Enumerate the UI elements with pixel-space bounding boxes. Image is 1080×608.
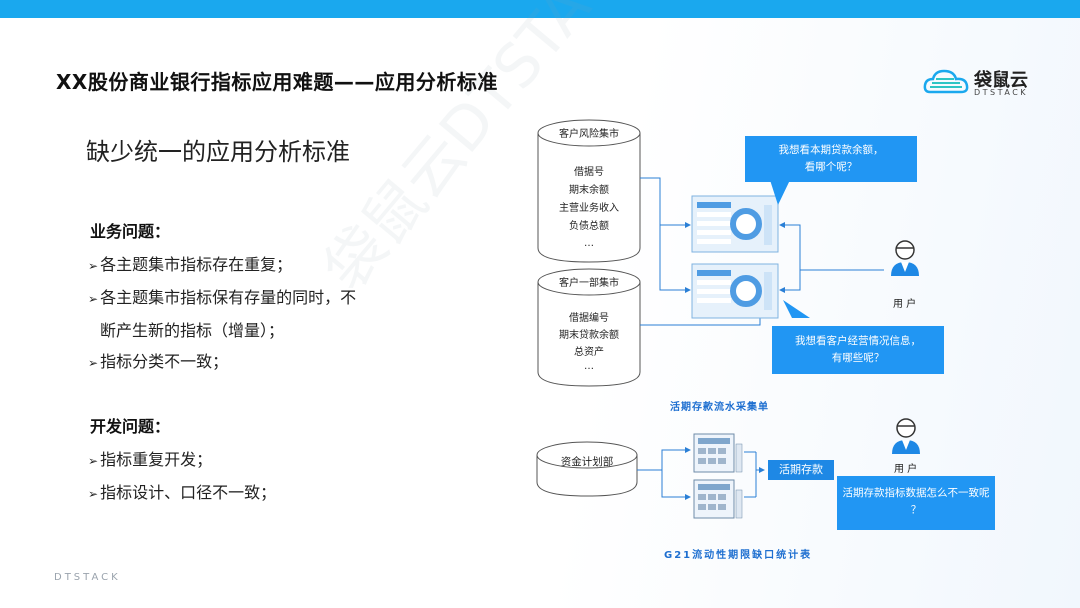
label-g21-table: G21流动性期限缺口统计表 bbox=[664, 550, 813, 561]
logo-name: 袋鼠云 bbox=[974, 70, 1028, 91]
db1-row: … bbox=[584, 238, 594, 249]
bubble-line: 有哪些呢？ bbox=[831, 352, 885, 364]
label-deposit-log: 活期存款流水采集单 bbox=[670, 402, 769, 413]
speech-bubble-deposit: 活期存款指标数据怎么不一致呢 ？ bbox=[837, 476, 995, 530]
business-item: ➢各主题集市指标存在重复； bbox=[88, 255, 293, 274]
connector bbox=[779, 222, 801, 270]
footer-brand: DTSTACK bbox=[54, 572, 121, 583]
db2-row: 借据编号 bbox=[569, 311, 609, 324]
user-label: 用 户 bbox=[893, 299, 917, 310]
connector bbox=[637, 447, 691, 471]
connector bbox=[637, 469, 691, 500]
dev-item: ➢指标重复开发； bbox=[88, 450, 213, 469]
bubble-line: 看哪个呢？ bbox=[804, 161, 858, 173]
user-avatar-icon bbox=[891, 240, 919, 276]
demand-deposit-tag: 活期存款 bbox=[768, 460, 834, 480]
db2-row: 总资产 bbox=[574, 345, 604, 358]
dashboard-panel-2 bbox=[691, 263, 779, 319]
dev-heading: 开发问题： bbox=[90, 417, 171, 436]
db1-row: 借据号 bbox=[574, 165, 604, 178]
top-accent-bar bbox=[0, 0, 1080, 18]
dashboard-panel-1 bbox=[691, 195, 779, 253]
dev-item: ➢指标设计、口径不一致； bbox=[88, 483, 277, 502]
connector bbox=[640, 177, 691, 228]
database-cylinder-dept1: 客户一部集市 借据编号 期末贷款余额 总资产 … bbox=[537, 268, 641, 387]
logo-subtext: DTSTACK bbox=[974, 88, 1029, 97]
business-item-continuation: 断产生新的指标（增量）； bbox=[100, 321, 285, 340]
db2-title: 客户一部集市 bbox=[559, 276, 619, 289]
bubble-tail bbox=[770, 180, 790, 205]
slide-title: XX股份商业银行指标应用难题——应用分析标准 bbox=[56, 70, 498, 94]
bubble-line: 我想看客户经营情况信息， bbox=[795, 335, 921, 347]
db1-row: 负债总额 bbox=[569, 219, 609, 232]
bubble-tail bbox=[783, 300, 810, 318]
user-label: 用 户 bbox=[894, 464, 918, 475]
business-heading: 业务问题： bbox=[90, 222, 171, 241]
cloud-logo-icon bbox=[923, 69, 969, 94]
connector bbox=[640, 177, 691, 293]
bubble-line: 我想看本期贷款余额， bbox=[778, 144, 884, 156]
db1-row: 主营业务收入 bbox=[559, 201, 619, 214]
speech-bubble-loan: 我想看本期贷款余额， 看哪个呢？ bbox=[745, 136, 917, 182]
user-avatar-icon bbox=[892, 418, 920, 454]
business-item: ➢指标分类不一致； bbox=[88, 352, 229, 371]
bubble-line: 活期存款指标数据怎么不一致呢 bbox=[842, 487, 990, 499]
slide-subtitle: 缺少统一的应用分析标准 bbox=[86, 138, 350, 166]
bubble-line: ？ bbox=[910, 504, 922, 516]
db2-row: … bbox=[584, 361, 594, 372]
brand-logo: 袋鼠云 DTSTACK bbox=[922, 66, 1042, 100]
db3-title: 资金计划部 bbox=[561, 455, 614, 468]
database-cylinder-funding: 资金计划部 bbox=[536, 441, 638, 497]
db1-row: 期末余额 bbox=[569, 183, 609, 196]
spreadsheet-icon bbox=[693, 479, 743, 519]
database-cylinder-risk: 客户风险集市 借据号 期末余额 主营业务收入 负债总额 … bbox=[537, 119, 641, 263]
business-item: ➢各主题集市指标保有存量的同时，不 bbox=[88, 288, 357, 307]
db2-row: 期末贷款余额 bbox=[559, 328, 619, 341]
spreadsheet-icon bbox=[693, 433, 743, 473]
db1-title: 客户风险集市 bbox=[559, 127, 619, 140]
connector bbox=[779, 270, 801, 293]
speech-bubble-customer: 我想看客户经营情况信息， 有哪些呢？ bbox=[772, 326, 944, 374]
